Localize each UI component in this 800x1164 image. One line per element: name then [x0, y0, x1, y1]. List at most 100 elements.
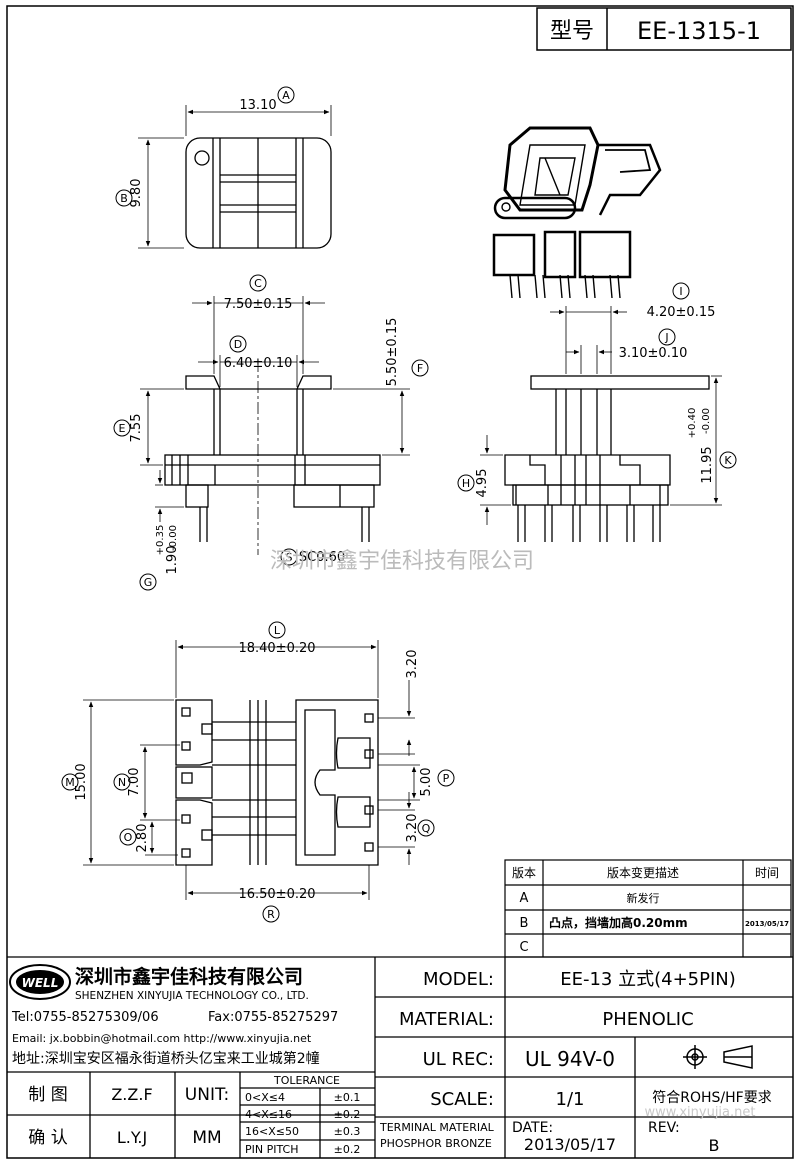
rev-row-time: 2013/05/17: [745, 920, 789, 928]
dim-M: 15.00: [74, 763, 89, 800]
marker-R: R: [262, 905, 280, 923]
dim-K-minus: -0.00: [701, 408, 712, 434]
dim-P: 5.00: [419, 768, 434, 797]
company-address: 地址:深圳宝安区福永街道桥头亿宝来工业城第2幢: [12, 1050, 320, 1067]
material-label: MATERIAL:: [399, 1009, 494, 1030]
rev-row-desc: 凸点，挡墙加高0.20mm: [549, 915, 688, 930]
rev-value: B: [709, 1136, 720, 1155]
dim-Q: 3.20: [405, 814, 420, 843]
svg-text:O: O: [124, 831, 133, 844]
model-value: EE-13 立式(4+5PIN): [560, 969, 736, 990]
compliance-text: 符合ROHS/HF要求: [652, 1090, 771, 1106]
svg-text:E: E: [119, 422, 126, 435]
svg-text:D: D: [234, 338, 242, 351]
dim-K-plus: +0.40: [687, 408, 698, 439]
svg-text:S: S: [286, 551, 293, 564]
date-label: DATE:: [512, 1120, 553, 1136]
header-model-value: EE-1315-1: [637, 17, 761, 45]
rev-row-desc: 新发行: [627, 891, 660, 905]
dim-I: 4.20±0.15: [647, 305, 716, 320]
svg-text:K: K: [724, 454, 732, 467]
rev-row-ver: A: [520, 891, 529, 906]
tolerance-title: TOLERANCE: [273, 1074, 340, 1087]
top-view: [138, 105, 332, 249]
marker-L: L: [268, 621, 286, 639]
marker-H: H: [457, 474, 475, 492]
tolerance-range: 0<X≤4: [245, 1091, 285, 1104]
svg-text:M: M: [65, 776, 75, 789]
ulrec-value: UL 94V-0: [525, 1047, 615, 1071]
tolerance-range: 4<X≤16: [245, 1108, 292, 1121]
company-email: Email: jx.bobbin@hotmail.com http://www.…: [12, 1032, 312, 1045]
material-value: PHENOLIC: [602, 1009, 693, 1030]
marker-A: A: [277, 86, 295, 104]
ulrec-label: UL REC:: [423, 1049, 494, 1070]
svg-text:WELL: WELL: [22, 976, 59, 990]
marker-B: B: [115, 189, 133, 207]
dim-R: 16.50±0.20: [238, 887, 315, 902]
rev-row-ver: C: [519, 940, 528, 955]
svg-text:J: J: [664, 331, 668, 344]
dim-Q-top: 3.20: [405, 650, 420, 679]
unit-label: UNIT:: [185, 1085, 229, 1105]
marker-P: P: [437, 769, 455, 787]
marker-K: K: [719, 451, 737, 469]
company-fax: Fax:0755-85275297: [208, 1010, 338, 1025]
dim-B: 9.80: [129, 179, 144, 208]
date-value: 2013/05/17: [524, 1135, 616, 1154]
tolerance-value: ±0.2: [334, 1108, 361, 1121]
tolerance-range: PIN PITCH: [245, 1143, 299, 1156]
dim-E: 7.55: [129, 414, 144, 443]
company-logo: WELL: [9, 964, 71, 1000]
terminal-material-label: TERMINAL MATERIAL: [379, 1121, 495, 1134]
dim-G-minus: -0.00: [168, 525, 179, 551]
svg-text:H: H: [462, 477, 470, 490]
marker-N: N: [113, 773, 131, 791]
dim-C: 7.50±0.15: [224, 297, 293, 312]
scale-value: 1/1: [556, 1089, 585, 1110]
isometric-view: [492, 126, 662, 299]
marker-S: S: [280, 548, 298, 566]
ground-symbol-icon: [683, 1045, 707, 1069]
marker-I: I: [672, 282, 690, 300]
side-view: [480, 306, 722, 542]
svg-text:R: R: [267, 908, 275, 921]
marker-G: G: [139, 573, 157, 591]
watermark-url: www.xinyujia.net: [645, 1105, 756, 1120]
front-view: [140, 296, 410, 555]
marker-O: O: [119, 828, 137, 846]
marker-J: J: [658, 328, 676, 346]
dim-S: SC0.60: [299, 550, 345, 565]
dim-J: 3.10±0.10: [619, 346, 688, 361]
dim-A: 13.10: [239, 98, 276, 113]
svg-text:G: G: [144, 576, 153, 589]
draw-label: 制 图: [28, 1085, 67, 1105]
svg-text:B: B: [120, 192, 128, 205]
tolerance-value: ±0.2: [334, 1143, 361, 1156]
dim-O: 2.80: [135, 824, 150, 853]
dim-G-plus: +0.35: [155, 525, 166, 556]
svg-text:Q: Q: [422, 822, 431, 835]
dim-H: 4.95: [475, 469, 490, 498]
company-name-en: SHENZHEN XINYUJIA TECHNOLOGY CO., LTD.: [75, 990, 309, 1002]
unit-value: MM: [192, 1128, 221, 1148]
marker-Q: Q: [417, 819, 435, 837]
svg-text:N: N: [118, 776, 126, 789]
company-name-cn: 深圳市鑫宇佳科技有限公司: [75, 965, 303, 988]
dim-F: 5.50±0.15: [385, 318, 400, 387]
marker-C: C: [249, 274, 267, 292]
draw-value: Z.Z.F: [111, 1085, 152, 1104]
dim-D: 6.40±0.10: [224, 356, 293, 371]
terminal-material-value: PHOSPHOR BRONZE: [380, 1137, 492, 1150]
company-tel: Tel:0755-85275309/06: [11, 1010, 159, 1025]
tolerance-value: ±0.1: [334, 1091, 361, 1104]
svg-text:C: C: [254, 277, 262, 290]
drawing-border: [6, 5, 794, 1159]
dim-K-main: 11.95: [700, 446, 715, 483]
tolerance-range: 16<X≤50: [245, 1125, 299, 1138]
rev-col-desc: 版本变更描述: [607, 865, 679, 880]
projection-symbol-icon: [723, 1045, 753, 1069]
rev-col-version: 版本: [512, 866, 536, 880]
svg-text:F: F: [417, 362, 423, 375]
